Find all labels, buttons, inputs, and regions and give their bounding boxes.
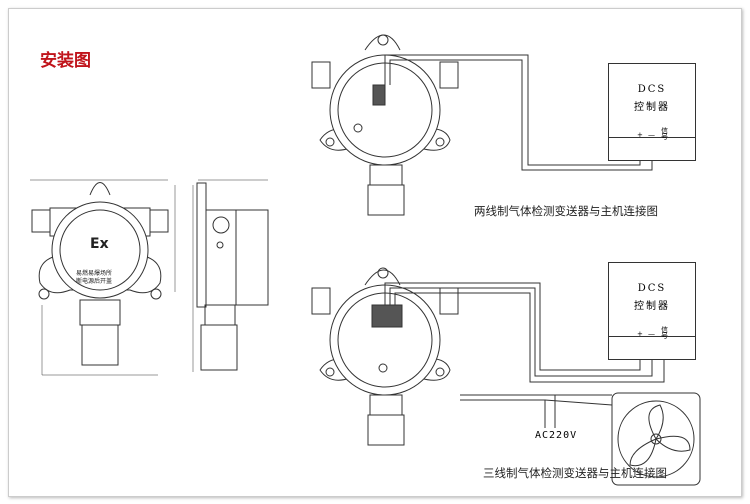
three-wire-device-drawing <box>311 267 665 446</box>
two-wire-caption: 两线制气体检测变送器与主机连接图 <box>474 204 658 218</box>
warning-line-2: 断电源后开盖 <box>76 278 113 285</box>
controller-label: 控制器 <box>634 102 670 113</box>
terminal-signal: 信号 <box>661 326 668 340</box>
terminal-minus: — <box>648 131 655 139</box>
terminal-plus: + <box>637 330 643 338</box>
dcs-label: DCS <box>637 283 667 294</box>
page-frame <box>8 8 742 497</box>
fan-icon <box>611 392 701 486</box>
controller-label: 控制器 <box>634 301 670 312</box>
terminal-minus: — <box>648 330 655 338</box>
dcs-controller-top: DCS 控制器 <box>608 63 696 161</box>
side-view-drawing <box>192 179 269 372</box>
front-view-drawing <box>30 179 176 376</box>
power-label: AC220V <box>535 430 578 441</box>
three-wire-caption: 三线制气体检测变送器与主机连接图 <box>483 466 667 480</box>
page-title: 安装图 <box>40 51 91 71</box>
ex-mark: Ex <box>90 236 109 252</box>
terminal-signal: 信号 <box>661 127 668 141</box>
warning-line-1: 易燃易爆场所 <box>76 270 113 277</box>
terminal-plus: + <box>637 131 643 139</box>
dcs-controller-bottom: DCS 控制器 <box>608 262 696 360</box>
two-wire-device-drawing <box>311 34 653 216</box>
dcs-label: DCS <box>637 84 667 95</box>
